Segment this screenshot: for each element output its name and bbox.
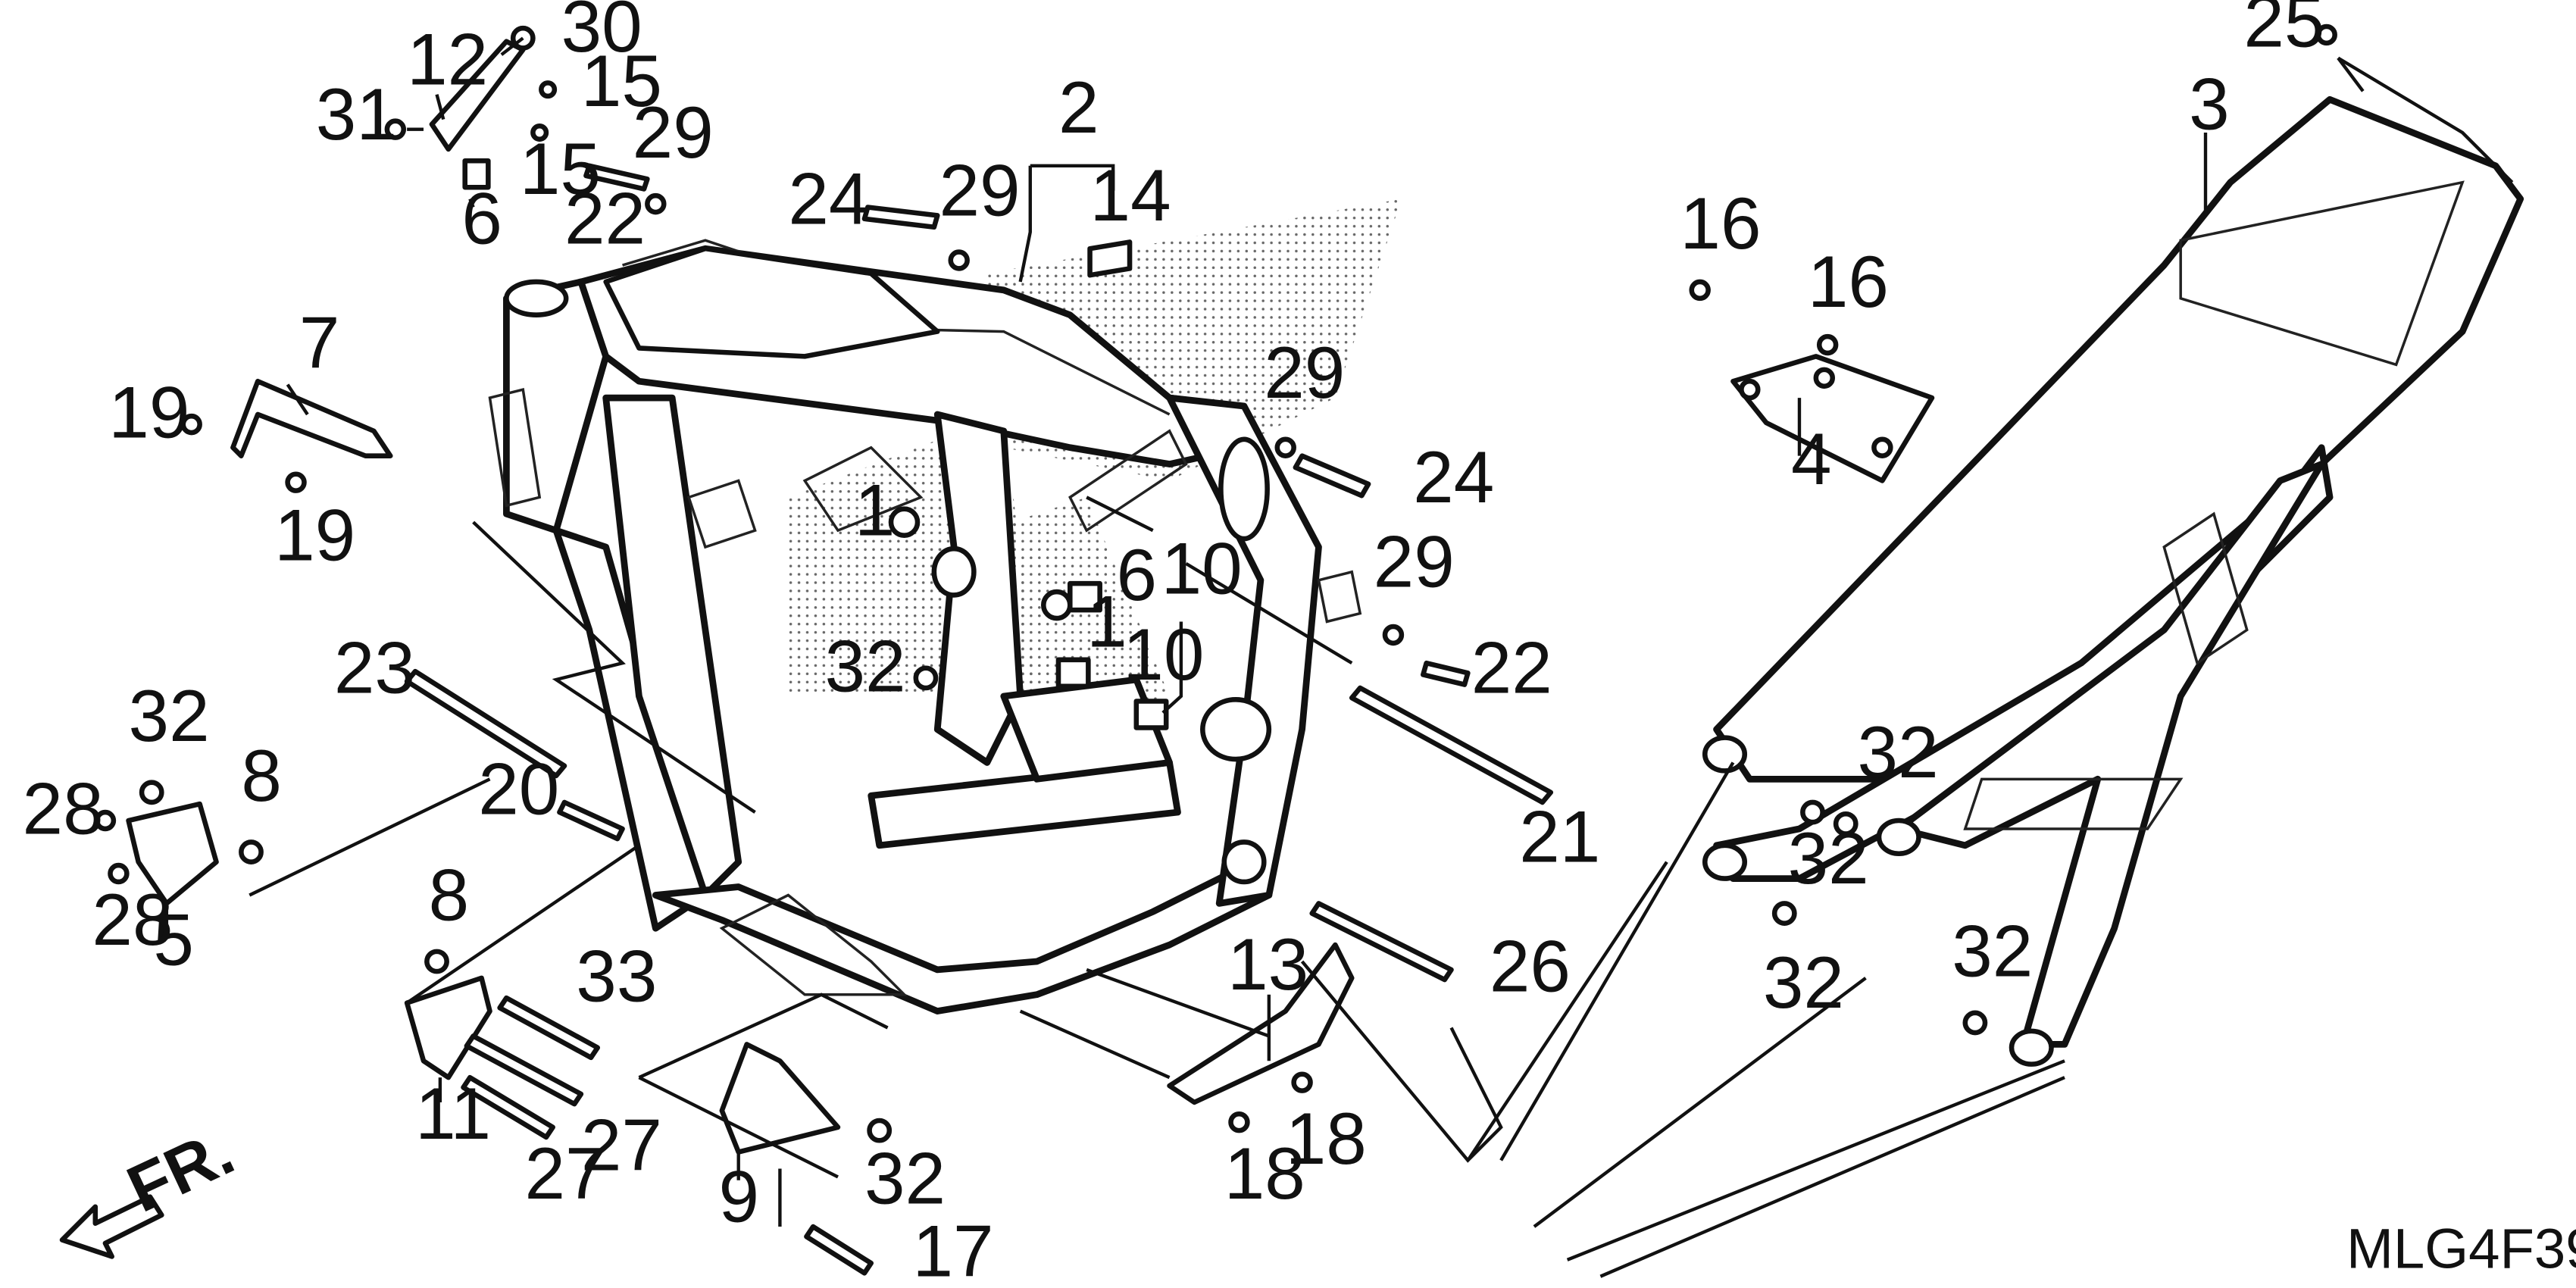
part-number-17: 17	[912, 1211, 993, 1288]
part-number-8: 8	[241, 736, 282, 817]
part-number-13: 13	[1227, 924, 1308, 1005]
part-number-22: 22	[564, 179, 646, 260]
part-number-20: 20	[478, 749, 559, 830]
part-number-3: 3	[2189, 64, 2230, 145]
part-number-32: 32	[1788, 818, 1869, 899]
part-4-bracket	[1730, 354, 1935, 483]
part-number-2: 2	[1058, 67, 1099, 148]
part-number-14: 14	[1090, 155, 1171, 236]
part-number-7: 7	[299, 303, 340, 384]
part-number-8: 8	[429, 855, 470, 936]
part-number-26: 26	[1490, 926, 1571, 1007]
part-number-32: 32	[824, 626, 905, 707]
part-number-31: 31	[316, 74, 397, 155]
part-number-24: 24	[1413, 437, 1494, 518]
part-number-29: 29	[1264, 333, 1345, 414]
leader-lines	[164, 36, 2514, 1278]
part-number-10: 10	[1123, 614, 1204, 696]
part-number-30: 30	[561, 0, 642, 67]
part-labels: 1 1 2 3 4 5 6 6 7 8 8 9 10 10 11 12 13 1…	[23, 0, 2325, 1288]
part-number-16: 16	[1680, 183, 1761, 264]
part-number-32: 32	[1858, 712, 1939, 793]
part-number-32: 32	[1763, 943, 1844, 1024]
part-number-32: 32	[129, 676, 210, 757]
hardware	[94, 23, 2337, 1276]
part-number-9: 9	[718, 1156, 759, 1237]
part-number-1: 1	[855, 470, 896, 552]
part-number-19: 19	[108, 373, 189, 454]
part-number-33: 33	[576, 936, 657, 1017]
diagram-code: MLG4F3900	[2346, 1218, 2576, 1280]
part-number-19: 19	[274, 496, 355, 577]
part-number-22: 22	[1471, 628, 1552, 709]
part-number-6: 6	[461, 179, 502, 260]
part-number-25: 25	[2243, 0, 2324, 62]
part-number-32: 32	[1952, 911, 2033, 993]
part-number-1: 1	[1086, 581, 1127, 662]
part-number-6: 6	[1117, 535, 1158, 616]
part-number-32: 32	[864, 1138, 946, 1219]
part-number-5: 5	[153, 899, 194, 980]
rear-subframe	[1702, 95, 2524, 1067]
front-direction-arrow: FR.	[59, 1114, 245, 1259]
part-number-15: 15	[581, 41, 662, 122]
part-number-12: 12	[407, 20, 488, 101]
part-number-29: 29	[1374, 522, 1455, 603]
part-number-28: 28	[23, 769, 104, 850]
part-number-16: 16	[1808, 242, 1889, 323]
part-number-21: 21	[1519, 797, 1600, 878]
part-number-29: 29	[939, 150, 1020, 231]
main-frame	[488, 239, 1362, 1014]
part-number-29: 29	[633, 92, 714, 174]
part-number-27: 27	[581, 1105, 662, 1186]
part-number-18: 18	[1224, 1133, 1305, 1215]
part-number-10: 10	[1161, 528, 1243, 609]
part-number-18: 18	[1286, 1099, 1367, 1180]
part-number-11: 11	[415, 1074, 491, 1155]
part-number-4: 4	[1791, 419, 1832, 500]
part-number-27: 27	[524, 1133, 605, 1215]
part-number-15: 15	[520, 129, 601, 210]
part-number-28: 28	[92, 880, 173, 961]
part-number-24: 24	[788, 158, 869, 239]
part-number-23: 23	[334, 628, 415, 709]
